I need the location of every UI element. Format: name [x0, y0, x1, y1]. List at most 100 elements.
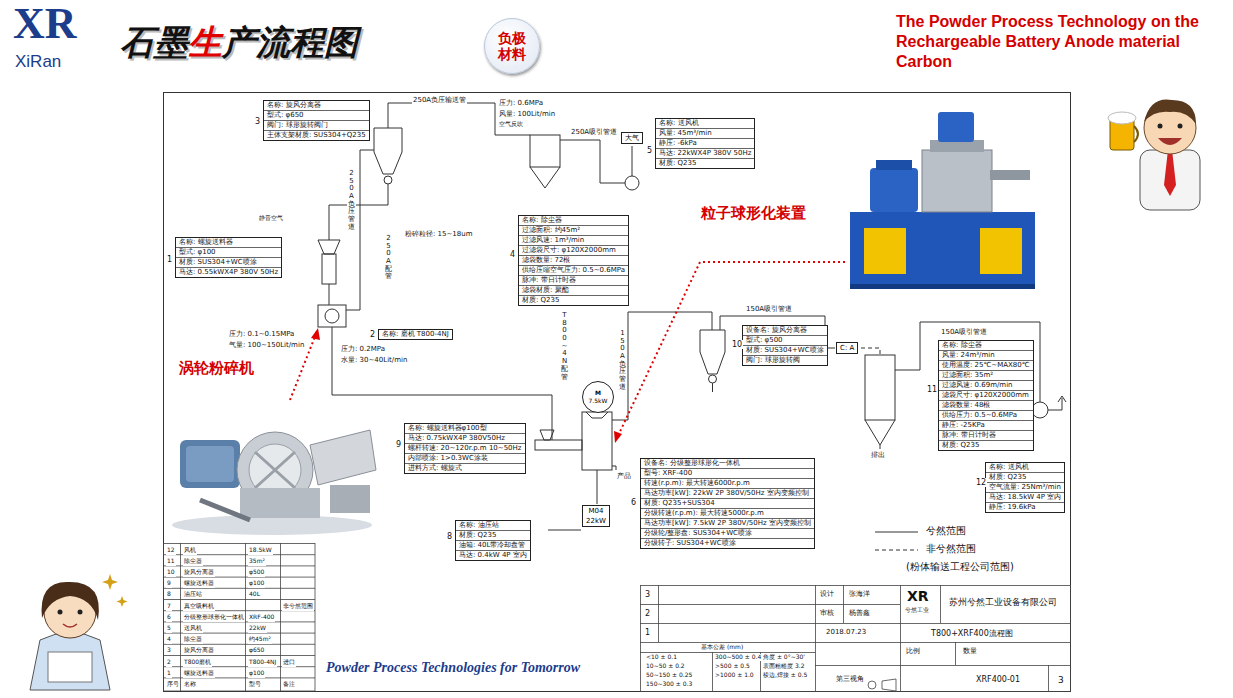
table-cell: 8 [166, 589, 172, 599]
table-cell: T800-4NJ [248, 657, 277, 667]
parts-table-grid [180, 543, 181, 691]
process-equipment [597, 470, 598, 504]
process-equipment [346, 150, 374, 310]
table-cell: 35m² [248, 556, 266, 566]
title-block-grid [955, 642, 956, 665]
man-cartoon [1140, 150, 1200, 210]
node-text: 供给压缩空气压力: 0.5~0.6MPa [519, 266, 628, 276]
spheroidizer-photo [922, 150, 992, 212]
table-cell: φ500 [248, 567, 265, 577]
node-text: 材质: Q235 [519, 296, 628, 305]
title-char: 生 [188, 22, 222, 62]
text-label: >500 ± 0.5 [714, 663, 751, 670]
text-label: 表面粗糙度 3.2 [762, 663, 805, 670]
legend-text: 兮然范围 [925, 525, 967, 537]
node-text: 型号: XRF-400 [641, 469, 814, 479]
process-equipment [318, 305, 346, 327]
title-block-grid [640, 623, 1070, 624]
text-label: 150~300 ± 0.3 [645, 681, 693, 688]
node-text: 过滤面积: 约45m² [519, 226, 628, 236]
node-text: 过滤风速: 0.69m/min [939, 381, 1033, 391]
text-label: 8 [446, 532, 453, 541]
text-label: 250A负压输送管 [412, 96, 467, 104]
text-label: 排出 [870, 451, 886, 459]
node-text: 设备名: 分级整形球形化一体机 [641, 459, 814, 469]
node-text: 静压: -6kPa [656, 139, 754, 149]
node-text: 使用温度: 25℃~MAX80℃ [939, 361, 1033, 371]
title-block-grid [940, 585, 941, 623]
spec-table: 设备名: 分级整形球形化一体机型号: XRF-400转速(r.p.m): 最大转… [640, 458, 815, 549]
process-equipment [530, 167, 560, 188]
process-equipment [880, 445, 881, 449]
table-cell: 旋风分离器 [183, 567, 215, 577]
table-cell: 旋风分离器 [183, 645, 215, 655]
node-text: 风量: 24m³/min [939, 351, 1033, 361]
turbine-mill-photo [180, 440, 240, 488]
callout-arrow [290, 262, 845, 438]
text-label: 1 [644, 628, 651, 637]
parts-table-grid [163, 543, 315, 691]
title-block-grid [712, 652, 713, 692]
parts-table-grid [280, 543, 281, 691]
process-equipment [1058, 396, 1066, 402]
title-block-grid [815, 585, 816, 692]
text-label: 数量 [962, 647, 978, 655]
motor-box: M0422kW [582, 505, 610, 527]
table-cell: 1 [166, 668, 172, 678]
text-label: 压力: 0.2MPa [340, 345, 386, 353]
table-cell: 2 [166, 657, 172, 667]
table-cell: 除尘器 [183, 634, 203, 644]
process-equipment [535, 440, 582, 450]
man-cartoon [1158, 138, 1182, 145]
text-label: 杨善鑫 [848, 609, 871, 617]
text-label: 9 [395, 440, 402, 449]
turbine-mill-photo [255, 452, 295, 488]
node-text: 滤袋数量: 72根 [519, 256, 628, 266]
text-label: 150A吸引管道 [940, 328, 988, 336]
text-label: 12 [975, 478, 987, 487]
process-equipment [329, 184, 388, 240]
node-text: M [595, 389, 601, 397]
woman-cartoon [78, 610, 83, 615]
process-equipment [329, 284, 330, 305]
text-label: 设计 [819, 590, 835, 598]
node-text: 材质: Q235 [456, 531, 530, 541]
man-cartoon [1108, 99, 1200, 210]
text-label: 150A吸引管道 [745, 305, 793, 313]
legend-samples [875, 550, 918, 551]
man-cartoon [1164, 150, 1176, 196]
spheroidizer-photo [870, 168, 918, 212]
text-label: 第三视角 [835, 675, 865, 683]
non-scope-pipe [861, 348, 880, 355]
node-text: 马达: 0.75kWX4P 380V50Hz [405, 434, 525, 444]
text-label: 10~50 ± 0.2 [645, 663, 686, 670]
title-block-grid [641, 586, 1071, 692]
process-equipment [560, 140, 625, 183]
text-label: The Powder Process Technology on the Rec… [895, 12, 1229, 72]
process-equipment [632, 146, 633, 176]
node-text: 螺杆转速: 20~120r.p.m 10~50Hz [405, 444, 525, 454]
text-label: 张海洋 [848, 590, 871, 598]
node-text: 分级转子: SUS304+WC喷涂 [641, 539, 814, 548]
node-text: C: A [840, 343, 854, 353]
node-text: 过滤袋尺寸: φ120X2000mm [519, 246, 628, 256]
text-label: 涡轮粉碎机 [178, 360, 255, 377]
node-text: 过滤面积: 35m² [939, 371, 1033, 381]
process-equipment [322, 254, 336, 284]
process-equipment [865, 420, 895, 445]
table-cell: 22kW [248, 623, 267, 633]
process-equipment [332, 327, 552, 440]
node-text: 名称: 螺旋送料器φ100型 [405, 424, 525, 434]
node-text: 型式: φ500 [743, 336, 827, 346]
process-equipment [540, 430, 554, 440]
text-label: 3 [644, 590, 651, 599]
table-cell: 7 [166, 601, 172, 611]
node-text: 静压: -25KPa [939, 421, 1033, 431]
text-label: 300~500 ± 0.4 [714, 654, 762, 661]
text-label: 比例 [905, 647, 921, 655]
node-text: 静压: 19.6kPa [986, 503, 1064, 512]
table-cell: 风机 [183, 545, 197, 555]
turbine-mill-photo [186, 446, 234, 482]
table-cell: 非兮然范围 [282, 601, 314, 611]
